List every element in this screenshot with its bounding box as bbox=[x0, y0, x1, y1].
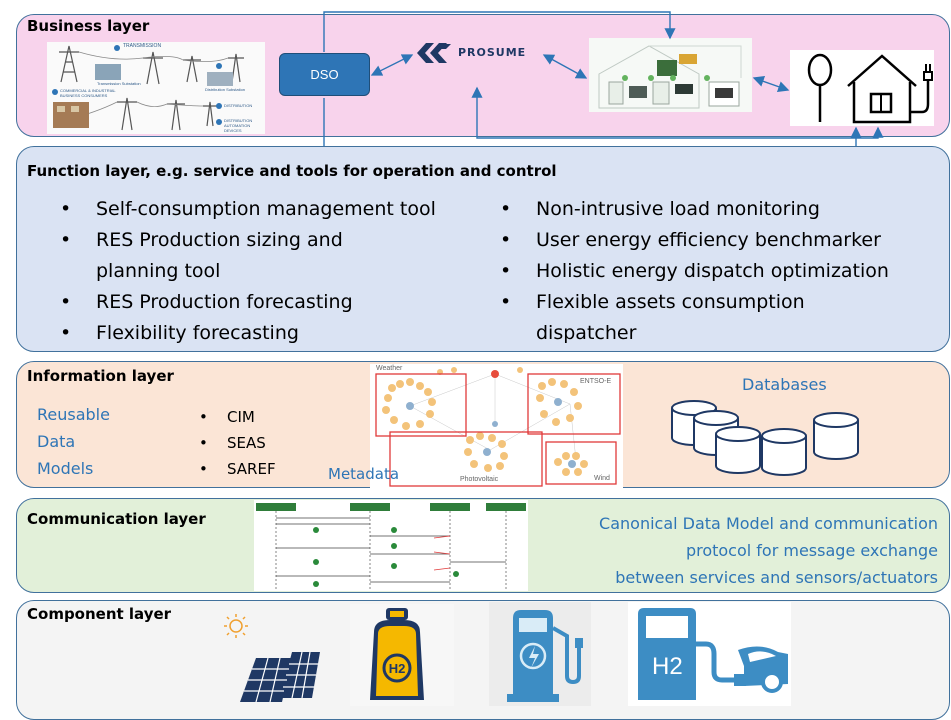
grid-label-distribution: DISTRIBUTION bbox=[224, 103, 253, 108]
databases-label: Databases bbox=[742, 375, 827, 394]
communication-line: Canonical Data Model and communication bbox=[599, 514, 938, 533]
h2-label-station: H2 bbox=[652, 653, 683, 680]
databases-icon bbox=[671, 400, 859, 476]
function-item: Flexible assets consumption dispatcher bbox=[496, 287, 836, 349]
function-item: Holistic energy dispatch optimization bbox=[496, 256, 946, 287]
communication-layer-title: Communication layer bbox=[27, 510, 206, 528]
graph-label-photovoltaic: Photovoltaic bbox=[460, 476, 499, 483]
grid-label-transmission: TRANSMISSION bbox=[123, 43, 162, 49]
function-item: Flexibility forecasting bbox=[56, 318, 496, 349]
graph-label-entsoe: ENTSO-E bbox=[580, 378, 612, 385]
grid-label-automation: DISTRIBUTION AUTOMATION DEVICES bbox=[224, 118, 253, 133]
data-model-list: CIM SEAS SAREF bbox=[199, 404, 276, 482]
charging-station-icon bbox=[489, 602, 591, 706]
data-model-item: SAREF bbox=[199, 456, 276, 482]
graph-label-wind: Wind bbox=[594, 475, 610, 482]
metadata-graph: Weather ENTSO-E Photovoltaic Wind bbox=[370, 364, 623, 488]
sequence-diagram bbox=[254, 500, 528, 591]
reusable-line: Data bbox=[37, 432, 76, 451]
graph-label-weather: Weather bbox=[376, 365, 403, 372]
grid-label-transmission-substation: Transmission Substation bbox=[97, 81, 141, 86]
data-model-item: CIM bbox=[199, 404, 276, 430]
business-arrows bbox=[323, 11, 884, 151]
function-item: RES Production sizing and planning tool bbox=[56, 225, 396, 287]
function-item: RES Production forecasting bbox=[56, 287, 496, 318]
dso-box: DSO bbox=[279, 53, 370, 96]
function-left-list: Self-consumption management tool RES Pro… bbox=[56, 194, 496, 349]
function-item: Non-intrusive load monitoring bbox=[496, 194, 946, 225]
data-model-item: SEAS bbox=[199, 430, 276, 456]
h2-label-tank: H2 bbox=[389, 661, 406, 676]
reusable-line: Reusable bbox=[37, 405, 110, 424]
power-grid-image: TRANSMISSION Transmission Substation Dis… bbox=[47, 42, 265, 134]
solar-panel-icon bbox=[224, 614, 320, 703]
grid-label-distribution-substation: Distribution Substation bbox=[205, 87, 246, 92]
communication-line: protocol for message exchange bbox=[685, 541, 938, 560]
component-layer-title: Component layer bbox=[27, 605, 172, 623]
metadata-label: Metadata bbox=[328, 465, 400, 483]
function-item: Self-consumption management tool bbox=[56, 194, 496, 225]
prosume-logo-icon bbox=[417, 43, 451, 63]
component-layer bbox=[16, 600, 950, 720]
reusable-line: Models bbox=[37, 459, 94, 478]
prosume-logo: PROSUME bbox=[414, 38, 544, 68]
hydrogen-refuel-icon: H2 bbox=[628, 602, 791, 706]
communication-line: between services and sensors/actuators bbox=[615, 568, 938, 587]
function-right-list: Non-intrusive load monitoring User energ… bbox=[496, 194, 946, 349]
information-layer-title: Information layer bbox=[27, 367, 174, 385]
hydrogen-tank-icon: H2 bbox=[350, 604, 454, 706]
reusable-data-models: Reusable Data Models bbox=[37, 401, 110, 482]
business-layer-title: Business layer bbox=[27, 17, 150, 35]
function-item: User energy efficiency benchmarker bbox=[496, 225, 946, 256]
grid-label-commercial: COMMERCIAL & INDUSTRIAL BUSINESS CONSUME… bbox=[60, 88, 116, 98]
dso-label: DSO bbox=[310, 67, 339, 82]
communication-description: Canonical Data Model and communication p… bbox=[530, 510, 938, 591]
prosume-label: PROSUME bbox=[458, 46, 527, 59]
function-layer-title: Function layer, e.g. service and tools f… bbox=[27, 162, 557, 180]
